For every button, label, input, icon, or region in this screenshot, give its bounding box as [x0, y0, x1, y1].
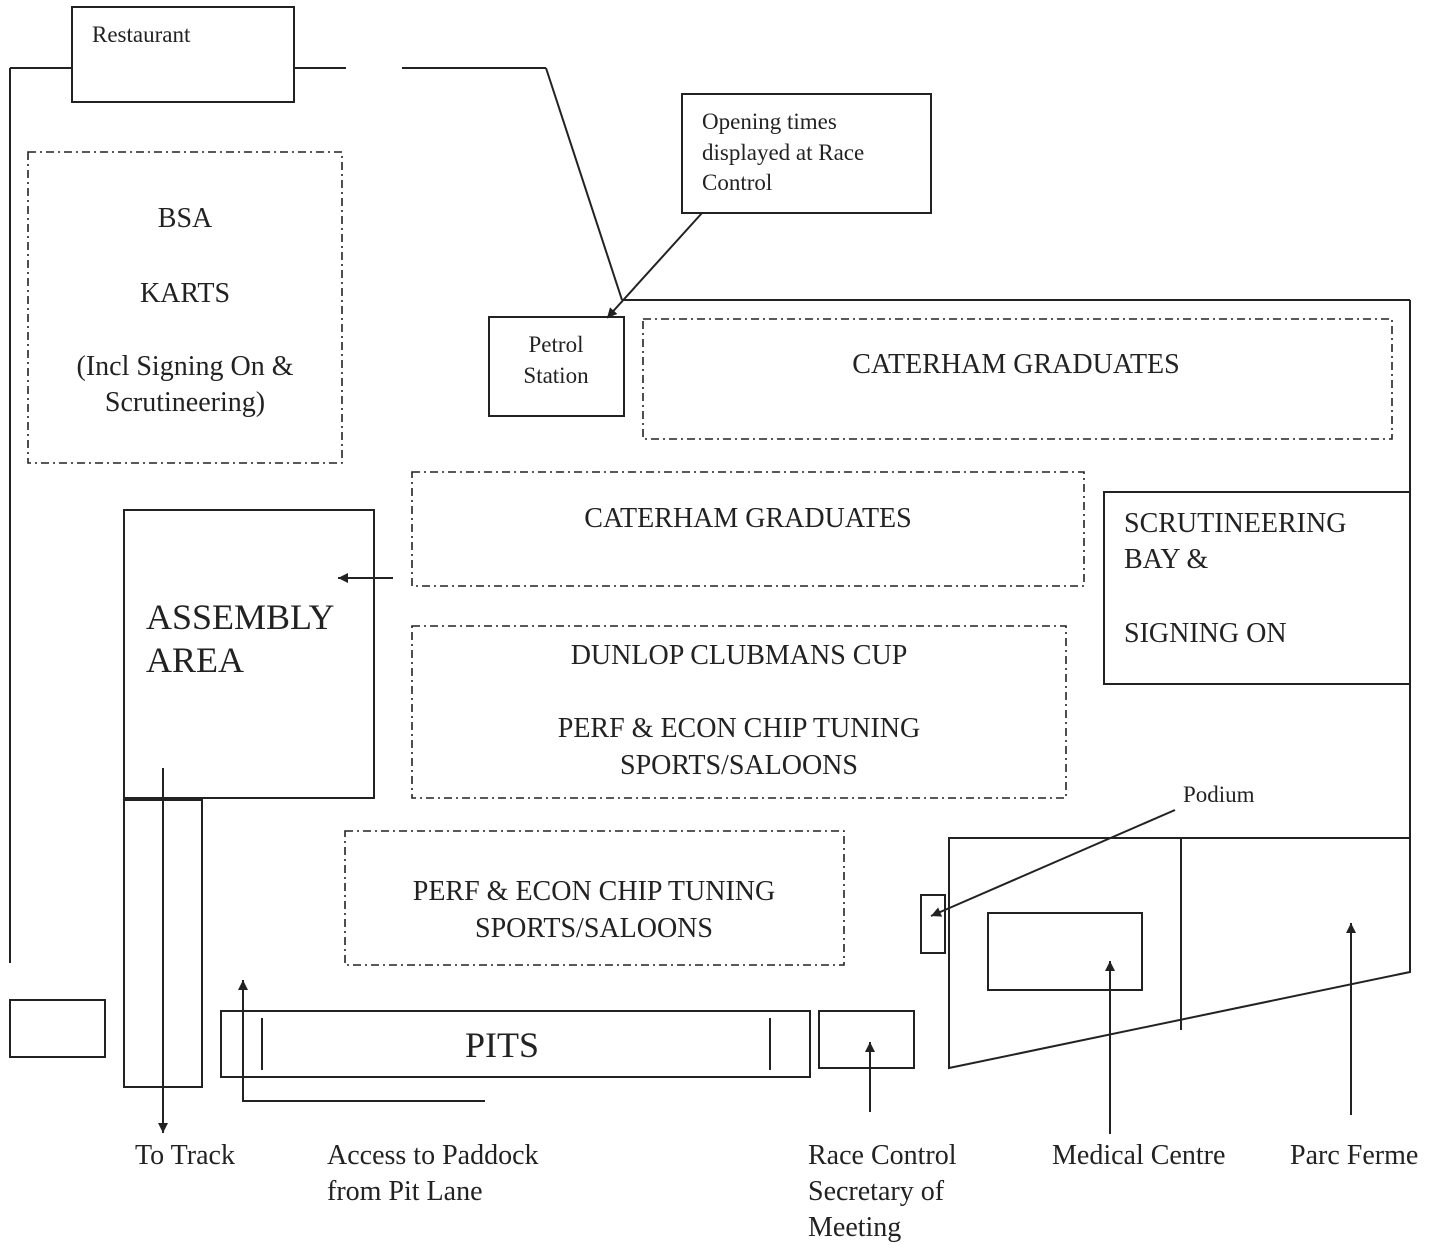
perf-econ-line-1: PERF & ECON CHIP TUNING [413, 876, 775, 907]
race-control-line-2: Secretary of [808, 1176, 945, 1207]
medical-centre-label: Medical Centre [1052, 1140, 1225, 1171]
bsa-note-line-2: Scrutineering) [105, 387, 265, 418]
gate-box [9, 999, 106, 1058]
opening-times-line-1: Opening times [702, 109, 837, 134]
petrol-station-line-1: Petrol [529, 332, 584, 357]
perf-econ-area: PERF & ECON CHIP TUNING SPORTS/SALOONS [344, 830, 845, 966]
restaurant-box: Restaurant [71, 6, 295, 103]
bsa-note-line-1: (Incl Signing On & [77, 351, 294, 382]
assembly-label-line-2: AREA [146, 640, 244, 680]
dunlop-perf-line-2: SPORTS/SALOONS [620, 750, 858, 781]
podium-arrow [930, 809, 1176, 917]
opening-times-arrow [606, 212, 703, 319]
scrutineering-line-2: BAY & [1124, 544, 1209, 575]
podium-label: Podium [1183, 782, 1255, 807]
access-paddock-line-2: from Pit Lane [327, 1176, 483, 1207]
dunlop-clubmans-area: DUNLOP CLUBMANS CUP PERF & ECON CHIP TUN… [411, 625, 1067, 799]
dunlop-label: DUNLOP CLUBMANS CUP [571, 640, 908, 671]
bsa-label: BSA [158, 203, 213, 234]
race-control-line-3: Meeting [808, 1212, 901, 1243]
pit-lane-access-arrow [238, 980, 485, 1102]
opening-times-box: Opening times displayed at Race Control [681, 93, 932, 214]
parc-ferme-enclosure [948, 837, 1411, 1070]
pits-label: PITS [465, 1025, 539, 1065]
karts-label: KARTS [140, 278, 230, 309]
petrol-station-box: Petrol Station [488, 316, 625, 417]
podium-box [920, 894, 946, 954]
dunlop-perf-line-1: PERF & ECON CHIP TUNING [558, 713, 920, 744]
caterham-graduates-top-label: CATERHAM GRADUATES [852, 349, 1179, 380]
access-paddock-line-1: Access to Paddock [327, 1140, 539, 1171]
medical-centre-box [987, 912, 1143, 991]
to-track-label: To Track [135, 1140, 235, 1171]
race-control-box [818, 1010, 915, 1069]
opening-times-line-2: displayed at Race [702, 140, 864, 165]
assembly-area-box: ASSEMBLY AREA [123, 509, 375, 799]
parc-ferme-label: Parc Ferme [1290, 1140, 1418, 1171]
caterham-graduates-top-area: CATERHAM GRADUATES [642, 318, 1393, 440]
opening-times-line-3: Control [702, 170, 772, 195]
scrutineering-bay-box: SCRUTINEERING BAY & SIGNING ON [1103, 491, 1411, 685]
caterham-graduates-mid-label: CATERHAM GRADUATES [584, 503, 911, 534]
scrutineering-line-1: SCRUTINEERING [1124, 508, 1346, 539]
race-control-line-1: Race Control [808, 1140, 957, 1171]
bsa-karts-area: BSA KARTS (Incl Signing On & Scrutineeri… [27, 151, 343, 464]
pits-building: PITS [220, 1010, 811, 1078]
restaurant-label: Restaurant [92, 22, 191, 47]
petrol-station-line-2: Station [523, 363, 589, 388]
scrutineering-line-3: SIGNING ON [1124, 618, 1287, 649]
assembly-label-line-1: ASSEMBLY [146, 597, 334, 637]
caterham-graduates-mid-area: CATERHAM GRADUATES [411, 471, 1085, 587]
perf-econ-line-2: SPORTS/SALOONS [475, 913, 713, 944]
